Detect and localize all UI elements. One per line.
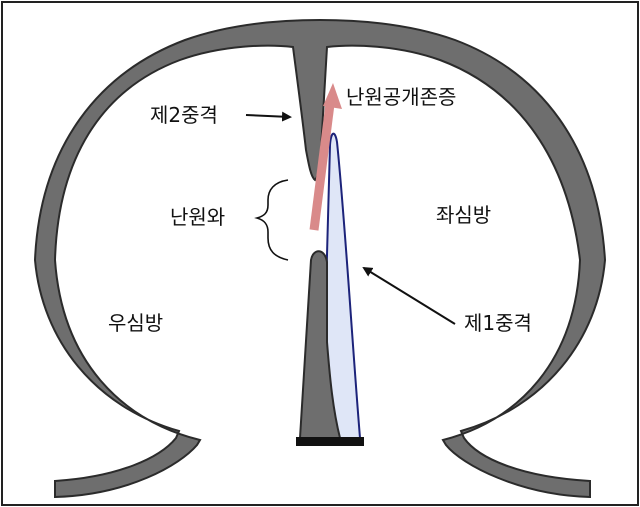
heart-wall bbox=[33, 18, 607, 499]
foramen-ovale-label: 난원와 bbox=[170, 205, 225, 229]
right-atrium-label: 우심방 bbox=[108, 311, 163, 335]
septum-stub bbox=[298, 250, 342, 439]
first-septum-pointer bbox=[362, 266, 456, 325]
second-septum-pointer bbox=[245, 111, 292, 122]
shunt-arrow-shaft bbox=[309, 103, 335, 231]
foramen-ovale-brace bbox=[254, 179, 289, 261]
second-septum-label: 제2중격 bbox=[150, 103, 218, 127]
shunt-arrow-head bbox=[323, 83, 342, 109]
foramen-ovale-patency-label: 난원공개존증 bbox=[346, 85, 456, 109]
first-septum-label: 제1중격 bbox=[464, 311, 532, 335]
septum-primum bbox=[320, 132, 362, 439]
left-atrium-label: 좌심방 bbox=[436, 203, 491, 227]
septum-base-bar bbox=[296, 437, 364, 446]
